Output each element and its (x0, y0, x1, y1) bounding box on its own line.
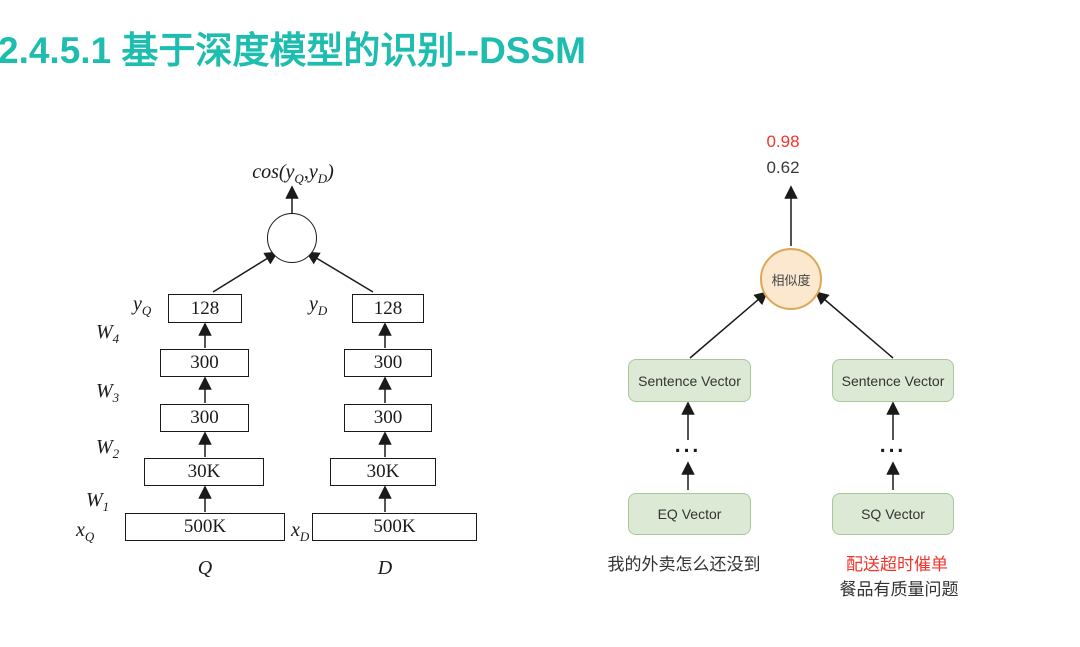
arrow-q128-to-circle (212, 251, 279, 293)
q-layer-128: 128 (168, 294, 242, 323)
right-ellipsis: ... (879, 434, 907, 457)
xq-label: xQ (76, 519, 95, 544)
similarity-score-red: 0.98 (766, 132, 800, 151)
w1-label: W1 (86, 489, 110, 514)
sq-vector-box: SQ Vector (832, 493, 954, 535)
similarity-score-black: 0.62 (766, 158, 800, 177)
arrow-right-sv-to-sim (814, 291, 894, 359)
page-title: 2.4.5.1 基于深度模型的识别--DSSM (0, 30, 586, 71)
eq-vector-box: EQ Vector (628, 493, 751, 535)
d-layer-500k: 500K (312, 513, 477, 541)
right-sentence-vector-box: Sentence Vector (832, 359, 954, 402)
cosine-similarity-label: cos(yQ,yD) (252, 161, 334, 186)
left-sentence-vector-box: Sentence Vector (628, 359, 751, 402)
q-layer-500k: 500K (125, 513, 285, 541)
similarity-node: 相似度 (760, 248, 822, 310)
yd-label: yD (309, 293, 328, 318)
q-layer-30k: 30K (144, 458, 264, 486)
left-query-text: 我的外卖怎么还没到 (607, 555, 761, 574)
d-layer-128: 128 (352, 294, 424, 323)
cosine-node-circle (267, 213, 317, 263)
q-layer-300a: 300 (160, 349, 249, 377)
arrow-d128-to-circle (305, 251, 374, 293)
arrow-left-sv-to-sim (689, 291, 769, 359)
w3-label: W3 (96, 380, 120, 405)
d-layer-300b: 300 (344, 404, 432, 432)
q-tower-label: Q (197, 557, 213, 579)
w2-label: W2 (96, 436, 120, 461)
w4-label: W4 (96, 321, 120, 346)
xd-label: xD (291, 519, 310, 544)
d-layer-30k: 30K (330, 458, 436, 486)
right-query-black-text: 餐品有质量问题 (839, 580, 959, 599)
right-query-red-text: 配送超时催单 (846, 555, 948, 574)
left-ellipsis: ... (674, 434, 702, 457)
d-layer-300a: 300 (344, 349, 432, 377)
yq-label: yQ (133, 293, 152, 318)
d-tower-label: D (377, 557, 393, 579)
q-layer-300b: 300 (160, 404, 249, 432)
